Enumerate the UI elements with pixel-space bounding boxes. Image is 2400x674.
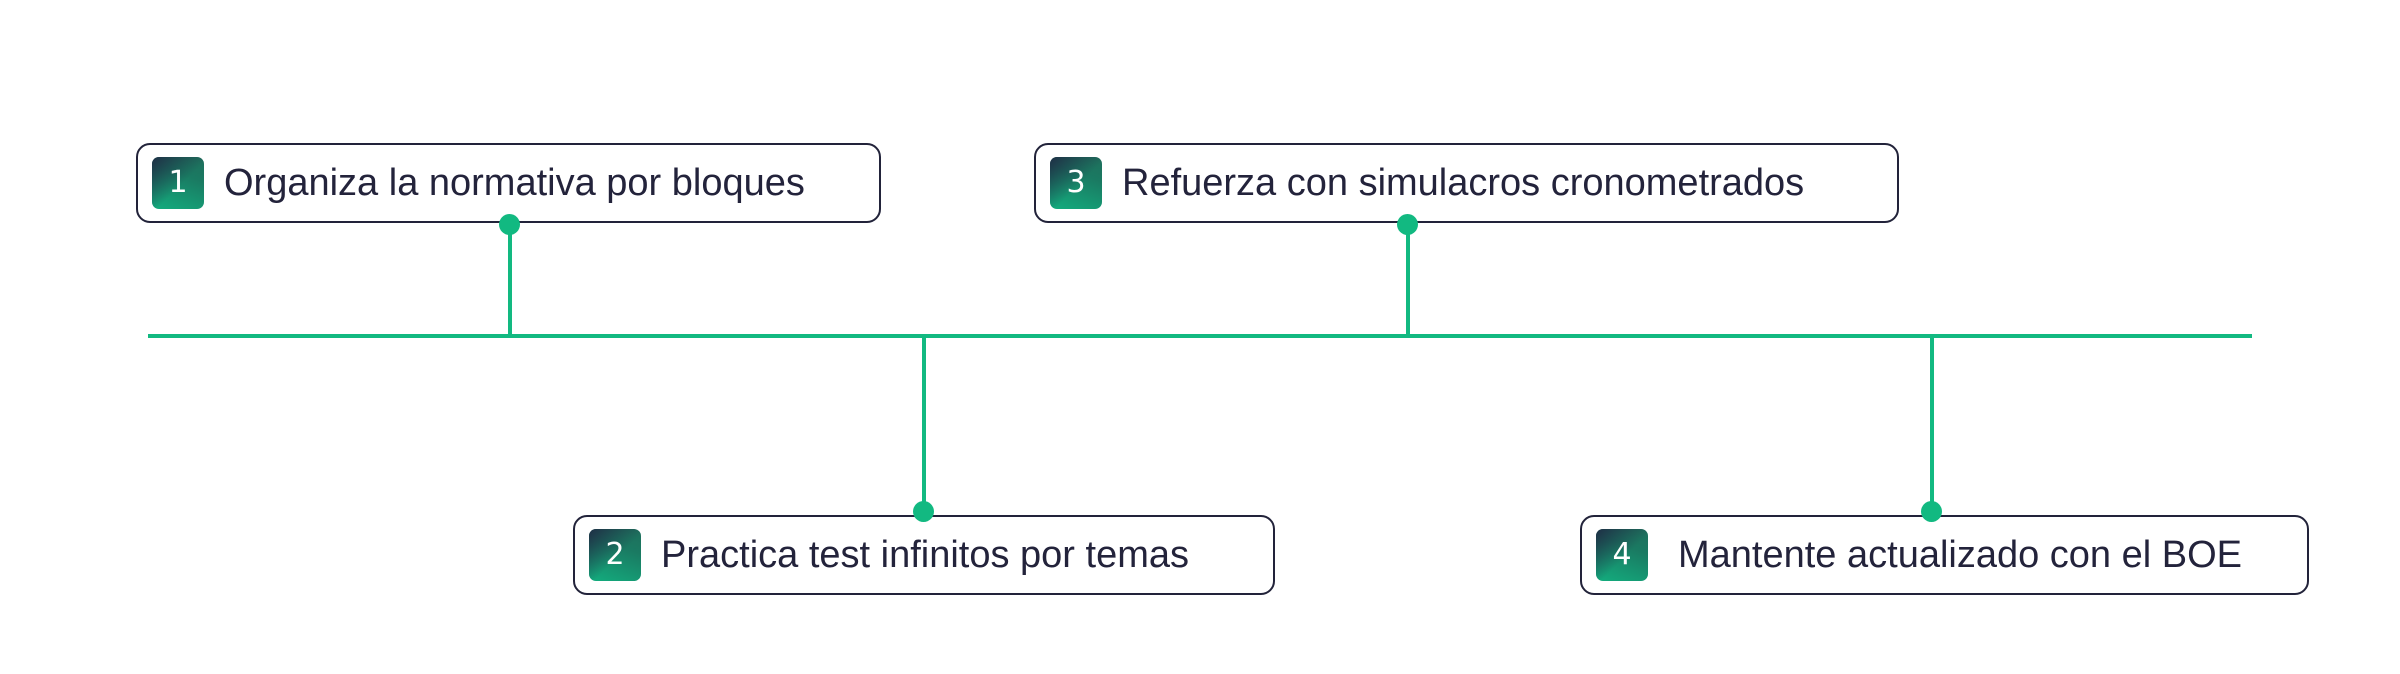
step-number: 3 [1066,165,1086,200]
step-number-badge: 3 [1050,157,1102,209]
step-number-badge: 4 [1596,529,1648,581]
step-label: Practica test infinitos por temas [661,534,1189,576]
step-card-4: 4 Mantente actualizado con el BOE [1580,515,2309,595]
step-number: 1 [168,165,188,200]
step-number: 4 [1612,537,1632,572]
step-label: Organiza la normativa por bloques [224,162,805,204]
step-card-2: 2 Practica test infinitos por temas [573,515,1275,595]
step-card-1: 1 Organiza la normativa por bloques [136,143,881,223]
step-label: Mantente actualizado con el BOE [1678,534,2243,576]
connector-step-1 [508,225,512,336]
step-number-badge: 2 [589,529,641,581]
connector-dot-step-2 [913,501,934,522]
connector-dot-step-3 [1397,214,1418,235]
step-card-3: 3 Refuerza con simulacros cronometrados [1034,143,1899,223]
connector-step-2 [922,336,926,512]
connector-step-4 [1930,336,1934,512]
step-number: 2 [605,537,625,572]
connector-dot-step-4 [1921,501,1942,522]
connector-step-3 [1406,225,1410,336]
step-number-badge: 1 [152,157,204,209]
connector-dot-step-1 [499,214,520,235]
step-label: Refuerza con simulacros cronometrados [1122,162,1805,204]
timeline-axis [148,334,2252,338]
